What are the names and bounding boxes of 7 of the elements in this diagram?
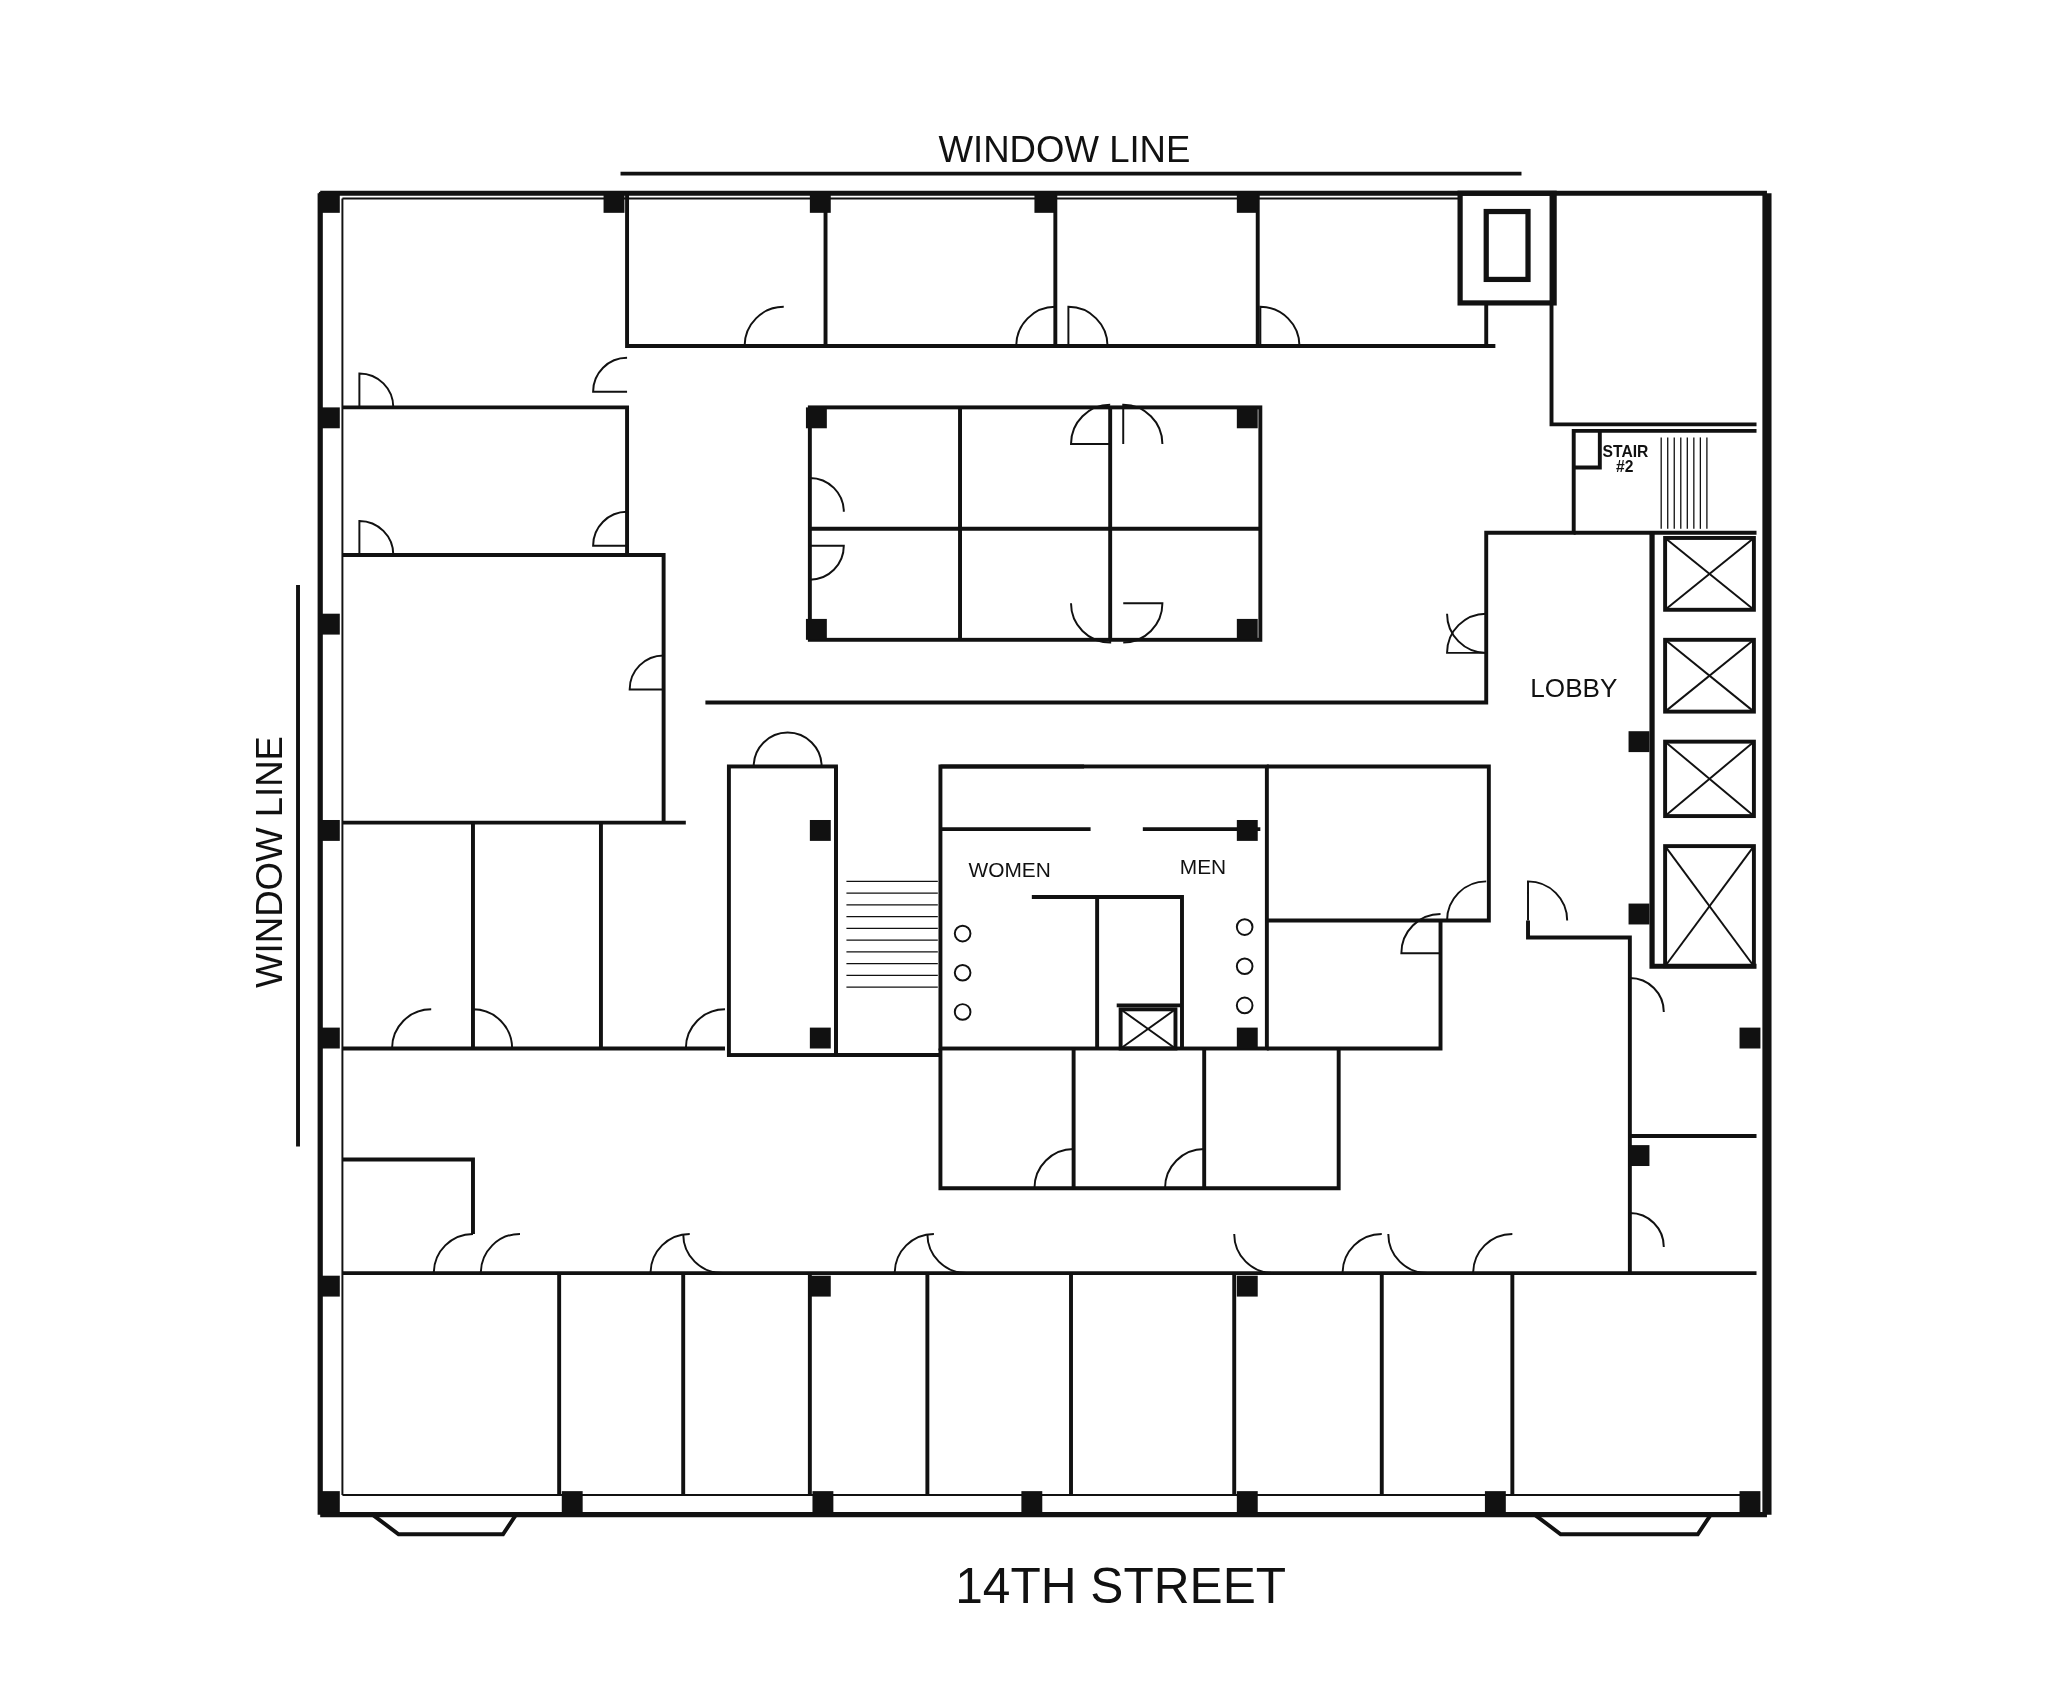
window-line-label: WINDOW LINE [938,131,1191,169]
window-line-label: WINDOW LINE [252,736,289,988]
room-label: WOMEN [968,859,1051,881]
stair-label: STAIR #2 [1602,444,1647,476]
room-label: MEN [1179,856,1227,878]
street-label: 14TH STREET [955,1562,1287,1612]
room-label: LOBBY [1530,675,1618,702]
